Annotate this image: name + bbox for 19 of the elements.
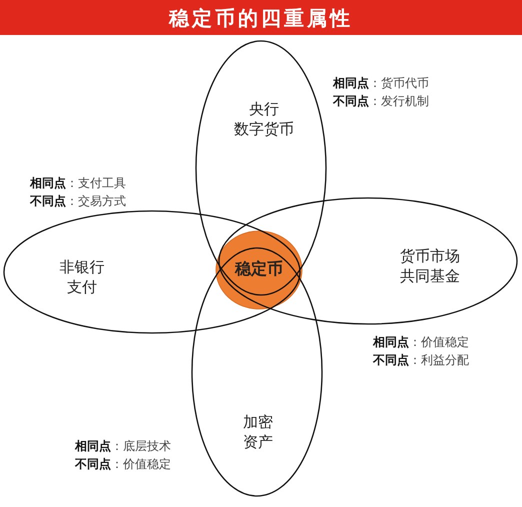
comparison-note: 不同点：交易方式 <box>30 193 126 210</box>
comparison-note: 相同点：底层技术 <box>75 438 171 455</box>
comparison-note: 相同点：支付工具 <box>30 175 126 192</box>
ellipse-label: 非银行支付 <box>60 258 104 298</box>
comparison-note: 不同点：价值稳定 <box>75 456 171 473</box>
ellipse-label: 加密资产 <box>243 413 273 453</box>
venn-ellipse <box>3 210 301 334</box>
comparison-note: 不同点：发行机制 <box>333 93 429 110</box>
venn-ellipse <box>218 197 518 325</box>
venn-ellipse <box>195 40 327 296</box>
center-circle <box>215 230 303 310</box>
ellipse-label: 货币市场共同基金 <box>400 247 460 287</box>
circle-label: 稳定币 <box>235 260 283 280</box>
comparison-note: 不同点：利益分配 <box>373 352 469 369</box>
comparison-note: 相同点：价值稳定 <box>373 334 469 351</box>
venn-ellipse <box>191 247 323 497</box>
ellipse-label: 央行数字货币 <box>234 100 294 140</box>
comparison-note: 相同点：货币代币 <box>333 75 429 92</box>
title: 稳定币的四重属性 <box>169 6 353 30</box>
